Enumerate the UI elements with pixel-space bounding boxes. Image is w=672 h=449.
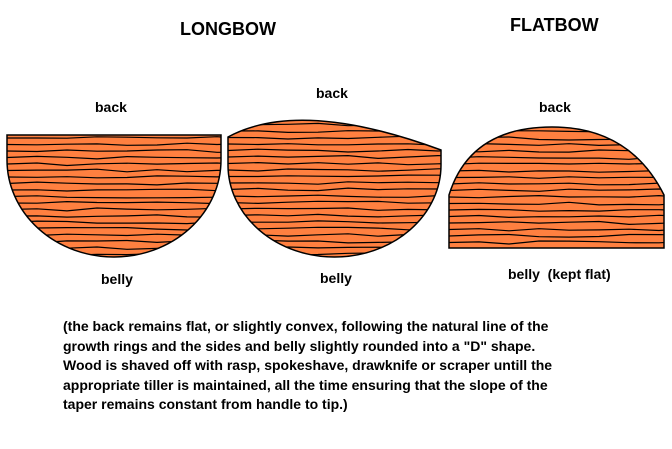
caption-line: appropriate tiller is maintained, all th…	[63, 376, 548, 393]
growth-ring-line	[449, 227, 664, 232]
growth-ring-line	[449, 182, 664, 186]
growth-ring-line	[449, 201, 664, 206]
growth-ring-line	[449, 233, 664, 238]
caption-line: growth rings and the sides and belly sli…	[63, 337, 536, 354]
belly-label-2: belly	[320, 270, 352, 286]
growth-ring-line	[449, 194, 664, 199]
back-label-2: back	[316, 85, 348, 101]
growth-ring-line	[7, 175, 221, 179]
flatbow-title: FLATBOW	[510, 15, 599, 35]
growth-ring-line	[449, 176, 664, 180]
flatbow-section	[448, 126, 665, 249]
growth-ring-line	[449, 188, 664, 192]
back-label-1: back	[95, 99, 127, 115]
growth-ring-line	[7, 200, 221, 205]
growth-ring-line	[228, 194, 441, 198]
caption: (the back remains flat, or slightly conv…	[63, 317, 672, 415]
growth-ring-line	[7, 136, 221, 140]
growth-ring-line	[228, 168, 441, 172]
growth-ring-line	[7, 188, 221, 192]
longbow-flat-back-section	[6, 134, 222, 258]
growth-ring-line	[7, 162, 221, 167]
growth-ring-line	[449, 220, 664, 226]
growth-ring-line	[7, 149, 221, 153]
back-label-3: back	[539, 99, 571, 115]
growth-ring-line	[7, 195, 221, 199]
growth-ring-line	[449, 208, 664, 212]
growth-ring-line	[228, 117, 468, 120]
belly-label-1: belly	[101, 271, 133, 287]
growth-ring-line	[7, 155, 221, 160]
growth-ring-line	[228, 154, 441, 160]
growth-ring-line	[449, 214, 664, 219]
caption-line: taper remains constant from handle to ti…	[63, 396, 348, 412]
growth-ring-line	[7, 181, 221, 186]
longbow-convex-back-section	[227, 117, 468, 258]
growth-ring-line	[7, 142, 221, 146]
growth-ring-line	[228, 200, 441, 205]
growth-ring-line	[449, 240, 664, 245]
growth-ring-line	[228, 181, 441, 185]
growth-ring-line	[228, 187, 441, 192]
growth-ring-line	[228, 161, 441, 166]
growth-ring-line	[228, 174, 441, 178]
caption-line: Wood is shaved off with rasp, spokeshave…	[63, 357, 553, 373]
growth-ring-line	[7, 168, 221, 173]
belly-label-3: belly (kept flat)	[508, 266, 611, 282]
growth-ring-line	[228, 148, 441, 153]
caption-line: (the back remains flat, or slightly conv…	[63, 318, 549, 334]
longbow-title: LONGBOW	[180, 19, 276, 39]
